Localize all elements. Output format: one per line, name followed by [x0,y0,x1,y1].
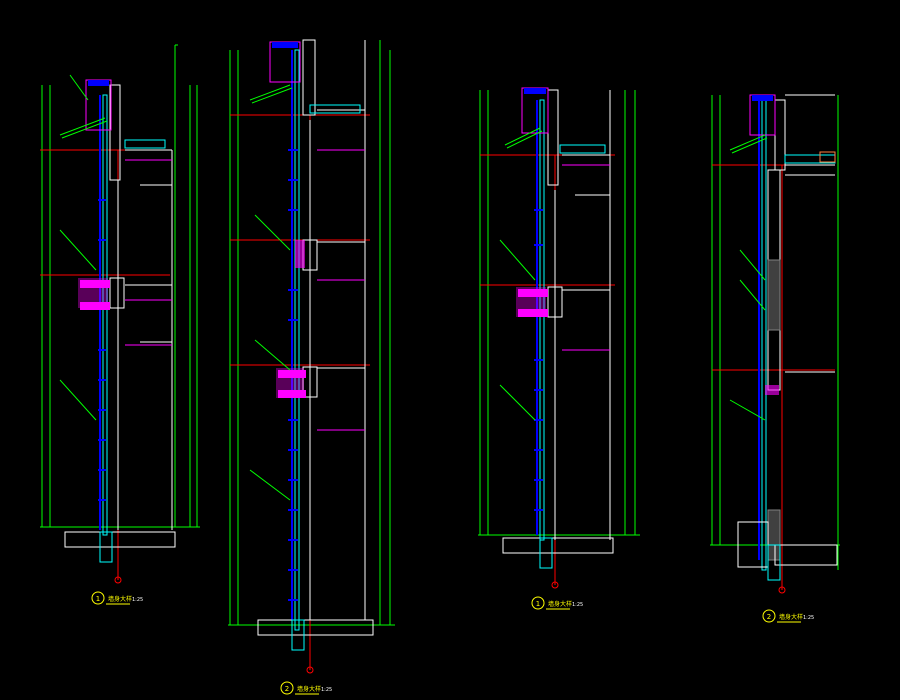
mullion-brackets [98,199,106,501]
wall-section-2 [228,39,395,674]
foundation [737,521,838,581]
section-title: 墙身大样 [108,595,132,603]
wall-section-4 [710,94,840,594]
mullion-brackets [288,149,298,601]
foundation [64,531,176,563]
section-number: 2 [767,613,771,621]
curtain-wall [536,99,545,541]
dimension-lines [40,44,200,528]
curtain-wall [99,94,108,536]
parapet [59,79,112,139]
wall-section-3 [478,87,640,589]
section-scale: 1:25 [572,602,583,608]
section-title: 墙身大样 [779,613,803,621]
leader-lines [729,249,766,421]
mullion-brackets [534,209,543,511]
leader-lines [59,74,97,421]
parapet [729,94,776,154]
section-number: 1 [96,595,100,603]
section-title-3: 1 墙身大样 1:25 [531,596,583,610]
structure [109,84,173,530]
floor-section-cut [276,104,365,431]
section-scale: 1:25 [803,615,814,621]
section-scale: 1:25 [132,597,143,603]
dimension-lines [478,90,640,536]
section-number-circle [531,596,545,610]
leader-lines [249,214,291,501]
floor-section-cut [765,151,836,395]
section-number-circle [91,591,105,605]
leader-lines [499,239,536,421]
section-number: 1 [536,600,540,608]
section-scale: 1:25 [321,687,332,693]
section-title-1: 1 墙身大样 1:25 [91,591,143,605]
foundation [257,619,374,651]
section-number: 2 [285,685,289,693]
section-title: 墙身大样 [297,685,321,693]
section-number-circle [762,609,776,623]
parapet [249,41,301,104]
section-title-4: 2 墙身大样 1:25 [762,609,814,623]
section-number-circle [280,681,294,695]
wall-section-1 [40,44,200,584]
curtain-wall [291,49,300,631]
dimension-lines [228,40,395,626]
section-title-2: 2 墙身大样 1:25 [280,681,332,695]
floor-section-cut [78,139,172,346]
floor-section-cut [516,144,610,351]
parapet [504,87,549,149]
section-title: 墙身大样 [548,600,572,608]
foundation [502,537,614,569]
